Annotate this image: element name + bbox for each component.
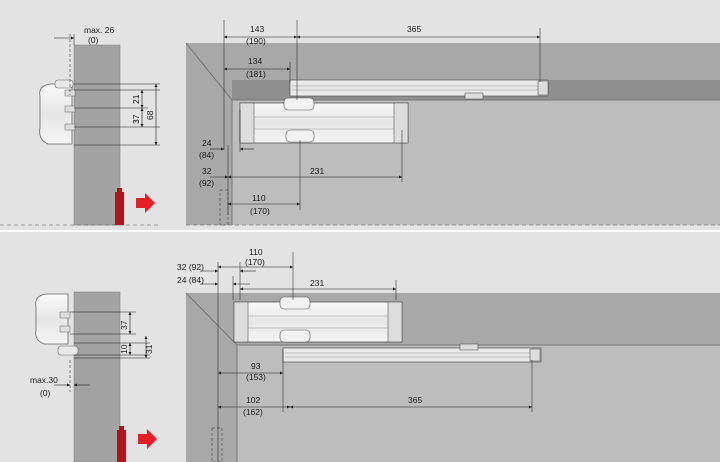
top-d24-alt-label: (84) [199,150,214,160]
top-d231-label: 231 [310,166,324,176]
top-side-closer-body [39,83,73,145]
top-slide-rail [289,79,549,97]
bottom-d365-label: 365 [408,395,422,405]
top-d24-label: 24 [202,138,212,148]
bottom-right-arrow-icon [138,429,157,449]
bottom-d110-alt-label: (170) [245,257,265,267]
bottom-max30-alt-label: (0) [40,388,51,398]
bottom-side-arm-pivot [57,345,79,356]
bottom-d102-label: 102 [246,395,260,405]
top-d365-label: 365 [407,24,421,34]
top-side-arm-pivot [54,79,74,89]
top-d134-alt-label: (181) [246,69,266,79]
top-side-door-leaf [74,45,120,225]
bottom-max30-label: max.30 [30,375,58,385]
top-d32-label: 32 [202,166,212,176]
top-d143-alt-label: (190) [246,36,266,46]
bottom-d32-label: 32 (92) [177,262,204,272]
bottom-d24-label: 24 (84) [177,275,204,285]
top-right-arrow-icon [136,193,155,213]
top-d68-label: 68 [145,110,155,120]
bottom-side-door-leaf [74,292,120,462]
top-closer-body [239,102,409,144]
top-max26-label: max. 26 [84,25,115,35]
bottom-d31-label: 31 [144,344,154,354]
top-d134-label: 134 [248,56,262,66]
bottom-side-closer-body [35,293,69,345]
bottom-d102-alt-label: (162) [243,407,263,417]
top-max26-alt-label: (0) [88,35,99,45]
bottom-d231-label: 231 [310,278,324,288]
top-d37-label: 37 [131,114,141,124]
bottom-door-leaf [237,345,720,462]
bottom-hinge [211,427,223,462]
bottom-d93-alt-label: (153) [246,372,266,382]
bottom-d10-label: 10 [119,344,129,354]
top-lever-handle-icon [115,192,124,225]
bottom-slide-rail [282,347,542,363]
bottom-plan-view: 110 (170) 32 (92) 24 (84) 231 93 (153) 1… [177,247,720,462]
top-plan-view: 143 (190) 365 134 (181) 24 (84) 32 (92) … [185,20,720,226]
top-d110-label: 110 [252,193,266,203]
bottom-d37-label: 37 [119,320,129,330]
bottom-d110-label: 110 [249,247,263,257]
top-side-view: max. 26 (0) 21 37 68 [0,25,160,226]
top-d21-label: 21 [131,94,141,104]
bottom-d93-label: 93 [251,361,261,371]
top-d32-alt-label: (92) [199,178,214,188]
bottom-closer-body [233,301,403,343]
top-d110-alt-label: (170) [250,206,270,216]
bottom-lever-handle-icon [117,430,126,462]
bottom-side-view: 37 10 31 max.30 (0) [30,291,157,462]
top-d143-label: 143 [250,24,264,34]
